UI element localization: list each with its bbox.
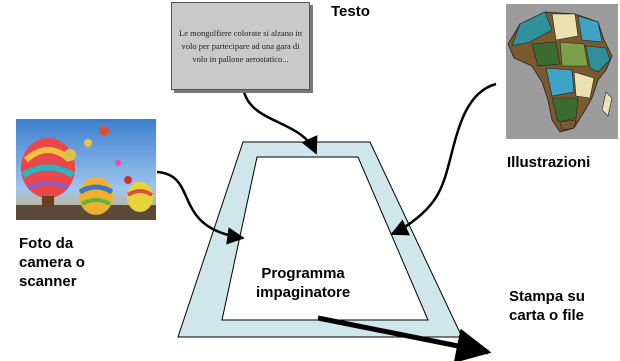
label-foto: Foto da camera o scanner (19, 234, 85, 291)
label-testo: Testo (331, 3, 370, 20)
label-foto-line: scanner (19, 273, 77, 290)
arrow-testo (241, 87, 318, 155)
africa-map (506, 4, 618, 139)
label-stampa: Stampa su carta o file (509, 287, 585, 325)
label-stampa-line: carta o file (509, 307, 585, 324)
label-foto-line: camera o (19, 254, 85, 271)
label-illustrazioni: Illustrazioni (507, 154, 591, 171)
text-box-content: Le mongolfiere colorate si alzano in vol… (179, 27, 302, 64)
label-programma: Programma impaginatore (256, 264, 350, 302)
label-programma-line: impaginatore (256, 284, 351, 301)
label-stampa-line: Stampa su (509, 288, 585, 305)
inner-trapezoid (221, 156, 429, 321)
label-programma-line: Programma (261, 265, 345, 282)
arrow-output (317, 315, 492, 361)
arrow-foto (156, 170, 245, 245)
text-box: Le mongolfiere colorate si alzano in vol… (171, 2, 310, 90)
label-foto-line: Foto da (19, 235, 74, 252)
balloons-photo (16, 119, 156, 220)
arrow-illustrazioni (390, 82, 497, 236)
